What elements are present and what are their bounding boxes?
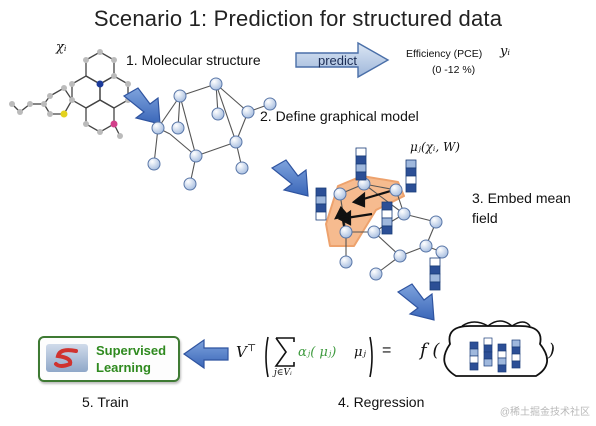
sulfur-atom [60, 110, 68, 118]
graph-node [211, 107, 225, 121]
graph-node [183, 177, 197, 191]
step-3-label-line1: 3. Embed mean [472, 190, 571, 206]
step-arrow-regression-train [182, 338, 229, 370]
graph-node [173, 89, 187, 103]
mu-term: μⱼ [354, 345, 366, 360]
v-symbol: V⊤ [236, 343, 257, 361]
molecule-ring-1 [85, 51, 115, 85]
graph-node [333, 187, 347, 201]
mean-field-nodes [333, 177, 449, 281]
molecule-ring-4 [85, 99, 115, 133]
graph-node [151, 121, 165, 135]
graph-node [263, 97, 277, 111]
nitrogen-atom [96, 80, 104, 88]
graph-node [393, 249, 407, 263]
graph-node [367, 225, 381, 239]
graph-node [241, 105, 255, 119]
embedding-vector [355, 147, 367, 181]
f-close: ) [548, 340, 556, 361]
molecule-ring-3 [71, 75, 101, 109]
learning-logo-icon [46, 344, 88, 372]
graphical-model [153, 83, 271, 185]
sum-symbol [265, 336, 373, 378]
y-symbol: yᵢ [500, 44, 510, 59]
watermark: @稀土掘金技术社区 [499, 407, 590, 418]
equals-sign: = [382, 342, 392, 359]
predict-label: predict [318, 53, 358, 68]
step-4-label: 4. Regression [338, 394, 425, 410]
efficiency-range: (0 -12 %) [432, 64, 476, 76]
mu-label: μⱼ(χᵢ, W) [410, 140, 460, 154]
graph-node [209, 77, 223, 91]
step-arrow-1-2 [122, 87, 161, 125]
step-2-label: 2. Define graphical model [260, 108, 419, 124]
embedding-vector [429, 257, 441, 291]
graph-node [189, 149, 203, 163]
graph-node [339, 225, 353, 239]
step-3-label-line2: field [472, 210, 498, 226]
chi-symbol: χᵢ [56, 40, 67, 55]
step-5-label: 5. Train [82, 394, 129, 410]
supervised-learning-text: Supervised Learning [96, 343, 167, 375]
graph-node [429, 215, 443, 229]
graph-node [419, 239, 433, 253]
page-title: Scenario 1: Prediction for structured da… [93, 6, 503, 31]
step-arrow-2-3 [270, 159, 309, 197]
sum-index: j∈Vᵢ [274, 368, 292, 378]
mean-field-arrows [334, 188, 395, 239]
molecule-atoms [9, 49, 131, 139]
embedding-vectors [315, 147, 441, 291]
graph-node [339, 255, 353, 269]
graph-node [435, 245, 449, 259]
graph-bag [443, 320, 548, 377]
embedding-vector [405, 159, 417, 193]
embedding-vector [315, 187, 327, 221]
step-1-label: 1. Molecular structure [126, 52, 261, 68]
f-open: f ( [420, 340, 440, 361]
supervised-learning-box: Supervised Learning [38, 336, 180, 382]
graph-nodes [147, 77, 277, 191]
oxygen-atom [110, 120, 118, 128]
graph-node [397, 207, 411, 221]
graph-node [229, 135, 243, 149]
step-arrow-3-4 [396, 283, 435, 321]
molecule-ring-2 [99, 75, 129, 109]
predict-arrow [295, 41, 390, 79]
graph-node [147, 157, 161, 171]
efficiency-label: Efficiency (PCE) [406, 48, 483, 60]
alpha-term: αⱼ( μⱼ) [298, 345, 337, 360]
graph-node [171, 121, 185, 135]
embedding-vector [381, 201, 393, 235]
graph-node [369, 267, 383, 281]
graph-node [389, 183, 403, 197]
graph-node [235, 161, 249, 175]
molecule-ring-5 [43, 87, 73, 115]
